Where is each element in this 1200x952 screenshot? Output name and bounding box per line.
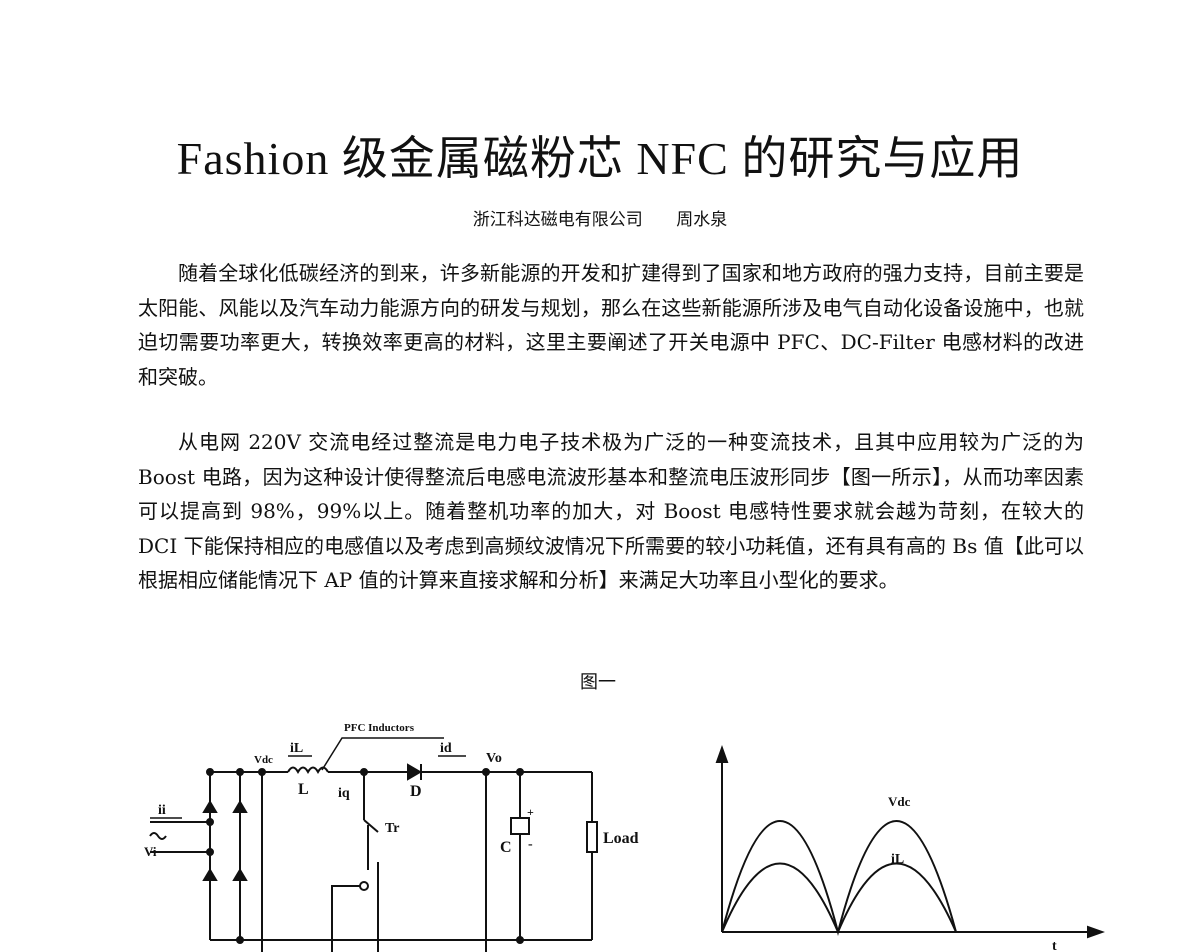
capacitor-symbol — [510, 817, 530, 835]
diode-symbol — [407, 763, 422, 781]
label-pfc-inductors: PFC Inductors — [344, 722, 415, 734]
label-c: C — [500, 839, 512, 856]
label-l: L — [298, 781, 309, 798]
label-iq: iq — [338, 786, 350, 801]
label-d: D — [410, 783, 422, 800]
il-waveform — [721, 862, 957, 935]
bridge-diode-2 — [232, 800, 248, 813]
load-resistor — [586, 821, 598, 853]
label-load: Load — [603, 830, 639, 847]
waveform-plot — [715, 745, 1105, 939]
bridge-diode-4 — [232, 868, 248, 881]
label-il: iL — [290, 741, 303, 756]
company-name: 浙江科达磁电有限公司 — [472, 210, 643, 230]
inductor-coil — [287, 766, 329, 775]
vdc-waveform — [721, 820, 957, 936]
bridge-diode-3 — [202, 868, 218, 881]
waveform-label-t: t — [1052, 939, 1057, 952]
byline: 浙江科达磁电有限公司 周水泉 — [0, 205, 1200, 230]
ac-source-symbol — [149, 832, 167, 840]
bridge-diode-1 — [202, 800, 218, 813]
label-vo: Vo — [486, 751, 502, 766]
label-tr: Tr — [385, 821, 400, 836]
waveform-label-il: iL — [891, 852, 904, 867]
paragraph-2: 从电网 220V 交流电经过整流是电力电子技术极为广泛的一种变流技术，且其中应用… — [138, 430, 1084, 592]
label-minus: - — [528, 837, 533, 852]
label-id: id — [440, 741, 452, 756]
article-title: Fashion 级金属磁粉芯 NFC 的研究与应用 — [176, 133, 1024, 184]
pfc-leader-line — [321, 737, 444, 771]
circuit-labels: PFC Inductors Vdc iL L id D Vo ii Vi iq … — [144, 722, 639, 859]
boost-circuit-diagram — [149, 737, 598, 952]
label-plus: + — [527, 805, 534, 819]
waveform-label-vdc: Vdc — [888, 794, 911, 809]
figure-caption: 图一 — [580, 672, 616, 693]
gate-node — [359, 881, 369, 891]
waveform-labels: Vdc iL t — [888, 794, 1057, 952]
label-vdc: Vdc — [254, 754, 273, 766]
label-ii: ii — [158, 803, 166, 818]
paragraph-1: 随着全球化低碳经济的到来，许多新能源的开发和扩建得到了国家和地方政府的强力支持，… — [138, 261, 1084, 389]
label-vi: Vi — [144, 844, 157, 859]
author-name: 周水泉 — [676, 210, 728, 230]
